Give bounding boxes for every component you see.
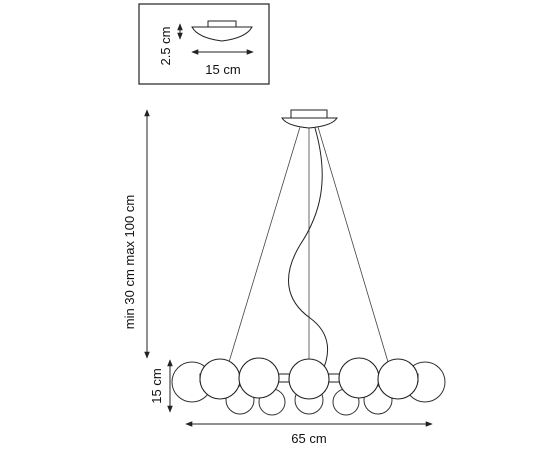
detail-frame	[138, 3, 270, 85]
globe	[288, 358, 330, 400]
cable-right	[317, 126, 392, 373]
detail-height-label: 2.5 cm	[158, 26, 173, 65]
canopy-detail-icon	[191, 20, 253, 42]
globe	[199, 358, 241, 400]
detail-width-label: 15 cm	[205, 62, 240, 77]
ceiling-canopy	[281, 109, 338, 129]
canopy-detail-box: 2.5 cm 15 cm	[138, 3, 270, 85]
globe	[377, 358, 419, 400]
overall-width-dimension: 65 cm	[185, 421, 433, 446]
globe-ring	[171, 357, 446, 416]
suspension-cables	[225, 126, 392, 373]
overall-height-label: min 30 cm max 100 cm	[122, 195, 137, 329]
globe-height-label: 15 cm	[149, 368, 164, 403]
overall-width-label: 65 cm	[291, 431, 326, 446]
power-cord	[288, 127, 329, 373]
globe-height-dimension: 15 cm	[149, 359, 173, 413]
globe	[238, 357, 280, 399]
globe	[338, 357, 380, 399]
cable-left	[225, 126, 301, 373]
overall-height-dimension: min 30 cm max 100 cm	[122, 109, 150, 359]
